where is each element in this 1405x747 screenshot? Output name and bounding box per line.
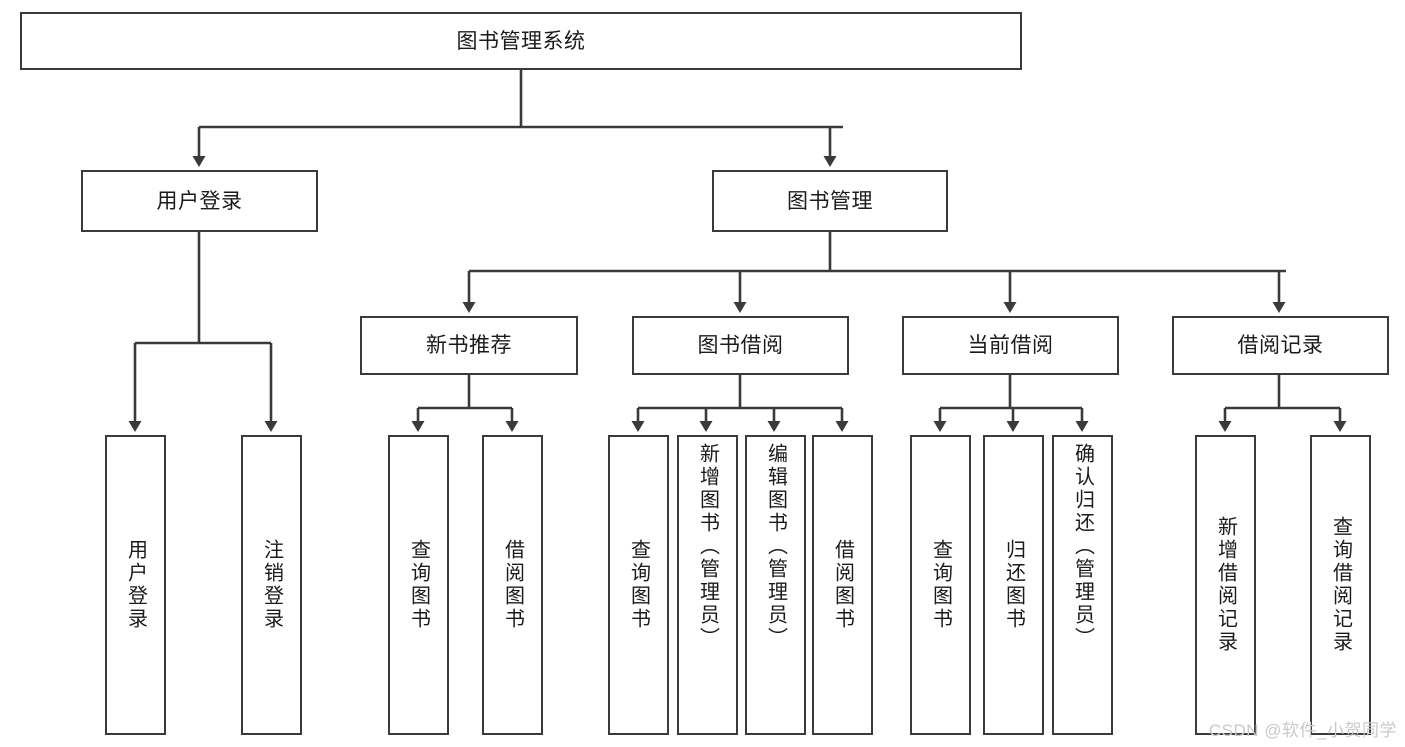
node-book-manage[interactable]: 图书管理	[712, 170, 948, 232]
node-leaf-rec-borrow-book[interactable]: 借阅图书	[482, 435, 543, 735]
node-leaf-bb-edit-book-label: 编辑图书（管理员）	[764, 443, 787, 650]
node-new-book-rec-label: 新书推荐	[426, 334, 512, 357]
node-leaf-br-query-record[interactable]: 查询借阅记录	[1310, 435, 1371, 735]
node-book-manage-label: 图书管理	[787, 189, 873, 213]
node-leaf-rec-query-book-label: 查询图书	[407, 539, 430, 631]
node-leaf-user-login[interactable]: 用户登录	[105, 435, 166, 735]
node-leaf-cb-query-book[interactable]: 查询图书	[910, 435, 971, 735]
node-borrow-record[interactable]: 借阅记录	[1172, 316, 1389, 375]
node-book-borrow-label: 图书借阅	[697, 334, 784, 357]
node-leaf-bb-query-book[interactable]: 查询图书	[608, 435, 669, 735]
node-user-login-label: 用户登录	[156, 189, 243, 213]
node-leaf-cb-query-book-label: 查询图书	[929, 539, 952, 631]
node-root-label: 图书管理系统	[456, 29, 586, 53]
node-leaf-bb-add-book-label: 新增图书（管理员）	[696, 443, 719, 650]
node-leaf-cb-return-book-label: 归还图书	[1002, 539, 1025, 631]
node-leaf-user-logout[interactable]: 注销登录	[241, 435, 302, 735]
node-leaf-br-add-record[interactable]: 新增借阅记录	[1195, 435, 1256, 735]
node-leaf-rec-borrow-book-label: 借阅图书	[501, 539, 524, 631]
node-new-book-rec[interactable]: 新书推荐	[360, 316, 578, 375]
node-borrow-record-label: 借阅记录	[1237, 334, 1324, 357]
node-leaf-bb-add-book[interactable]: 新增图书（管理员）	[677, 435, 738, 735]
node-leaf-rec-query-book[interactable]: 查询图书	[388, 435, 449, 735]
node-leaf-cb-confirm-return-label: 确认归还（管理员）	[1071, 443, 1094, 650]
node-leaf-bb-borrow-book-label: 借阅图书	[831, 539, 854, 631]
node-leaf-bb-query-book-label: 查询图书	[627, 539, 650, 631]
node-leaf-br-query-record-label: 查询借阅记录	[1329, 516, 1352, 654]
node-leaf-br-add-record-label: 新增借阅记录	[1214, 516, 1237, 654]
node-current-borrow[interactable]: 当前借阅	[902, 316, 1119, 375]
node-leaf-bb-edit-book[interactable]: 编辑图书（管理员）	[745, 435, 806, 735]
node-leaf-user-logout-label: 注销登录	[260, 539, 283, 631]
node-current-borrow-label: 当前借阅	[967, 334, 1054, 357]
node-leaf-cb-return-book[interactable]: 归还图书	[983, 435, 1044, 735]
node-leaf-user-login-label: 用户登录	[124, 539, 147, 631]
node-leaf-cb-confirm-return[interactable]: 确认归还（管理员）	[1052, 435, 1113, 735]
node-root[interactable]: 图书管理系统	[20, 12, 1022, 70]
node-user-login[interactable]: 用户登录	[81, 170, 318, 232]
node-book-borrow[interactable]: 图书借阅	[632, 316, 849, 375]
node-leaf-bb-borrow-book[interactable]: 借阅图书	[812, 435, 873, 735]
